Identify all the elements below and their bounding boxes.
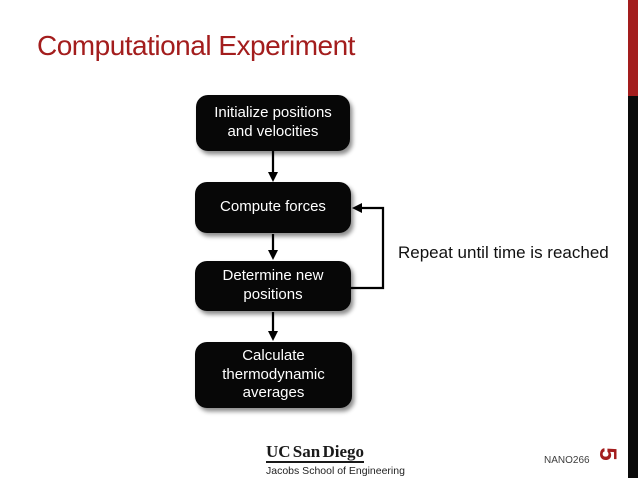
flowchart-step-calculate-averages: Calculate thermodynamic averages bbox=[195, 342, 352, 408]
ucsd-school-name: Jacobs School of Engineering bbox=[266, 465, 405, 477]
flowchart-step-initialize: Initialize positions and velocities bbox=[196, 95, 350, 151]
loop-arrow-icon bbox=[351, 203, 385, 290]
step-label: Compute forces bbox=[220, 198, 326, 216]
step-label: Determine new positions bbox=[222, 267, 324, 303]
course-code: NANO266 bbox=[544, 455, 590, 466]
accent-bar-black bbox=[628, 96, 638, 478]
ucsd-logo: UC San Diego Jacobs School of Engineerin… bbox=[266, 443, 405, 477]
arrow-down-icon bbox=[268, 151, 278, 182]
step-label: Calculate thermodynamic averages bbox=[222, 346, 325, 402]
slide-title: Computational Experiment bbox=[37, 30, 355, 61]
flowchart-step-determine-positions: Determine new positions bbox=[195, 261, 351, 311]
step-label: Initialize positions and velocities bbox=[214, 104, 332, 140]
flowchart-step-compute-forces: Compute forces bbox=[195, 182, 351, 233]
loop-annotation: Repeat until time is reached bbox=[398, 243, 609, 262]
accent-bar-red bbox=[628, 0, 638, 96]
ucsd-wordmark: UC San Diego bbox=[266, 442, 365, 463]
slide-page-number: 5 bbox=[594, 447, 621, 461]
arrow-down-icon bbox=[268, 234, 278, 260]
arrow-down-icon bbox=[268, 312, 278, 341]
